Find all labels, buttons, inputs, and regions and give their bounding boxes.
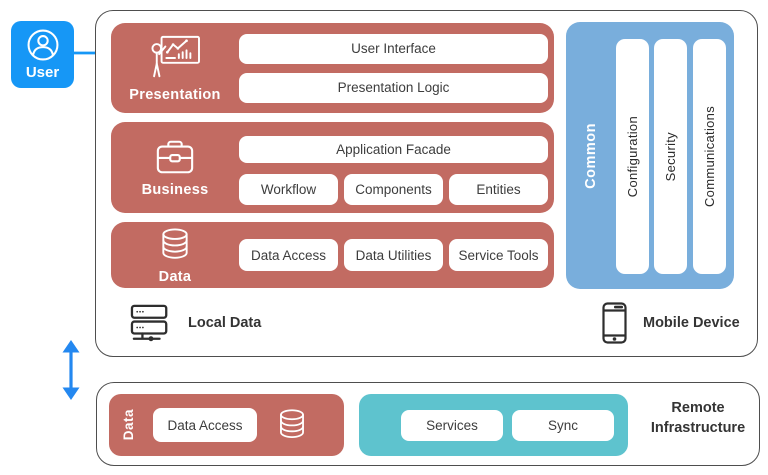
local-data: Local Data	[129, 303, 261, 343]
entities-box: Entities	[449, 174, 548, 205]
remote-data-access-box: Data Access	[153, 408, 257, 442]
layer-data: Data Data Access Data Utilities Service …	[111, 222, 554, 288]
remote-title-line1: Remote	[671, 400, 725, 416]
remote-container: Data Data Access Services Sync Remote In…	[96, 382, 760, 466]
data-access-box: Data Access	[239, 239, 338, 271]
communications-label: Communications	[702, 105, 717, 207]
business-label: Business	[141, 182, 209, 198]
sync-box: Sync	[512, 409, 614, 441]
components-box: Components	[344, 174, 443, 205]
presentation-logic-box: Presentation Logic	[239, 72, 548, 103]
layer-presentation: Presentation User Interface Presentation…	[111, 23, 554, 113]
sync-panel: Services Sync	[359, 394, 628, 456]
common-label-wrap: Common	[566, 22, 616, 289]
mobile-device: Mobile Device	[601, 301, 740, 345]
security-label: Security	[663, 131, 678, 182]
workflow-box: Workflow	[239, 174, 338, 205]
database-icon	[280, 409, 304, 439]
briefcase-icon	[156, 140, 194, 174]
data-box-row: Data Access Data Utilities Service Tools	[239, 239, 548, 271]
remote-data-label: Data	[121, 409, 136, 441]
mobile-device-label: Mobile Device	[643, 315, 740, 331]
smartphone-icon	[602, 302, 627, 344]
presentation-chart-icon	[151, 35, 200, 77]
common-label: Common	[583, 122, 599, 189]
data-utilities-box: Data Utilities	[344, 239, 443, 271]
layer-business: Business Application Facade Workflow Com…	[111, 122, 554, 213]
remote-data-box: Data Data Access	[109, 394, 344, 456]
data-head: Data	[111, 222, 239, 288]
services-box: Services	[401, 409, 503, 441]
configuration-pillar: Configuration	[616, 39, 649, 274]
remote-infrastructure-title: Remote Infrastructure	[635, 399, 761, 438]
user-box: User	[11, 21, 74, 88]
business-box-row: Workflow Components Entities	[239, 174, 548, 205]
application-facade-box: Application Facade	[239, 136, 548, 163]
main-container: Presentation User Interface Presentation…	[95, 10, 758, 357]
user-label: User	[25, 64, 60, 81]
data-label: Data	[158, 268, 192, 285]
data-body: Data Access Data Utilities Service Tools	[239, 222, 554, 288]
security-pillar: Security	[654, 39, 687, 274]
business-head: Business	[111, 122, 239, 213]
configuration-label: Configuration	[625, 115, 640, 198]
double-arrow-vertical-icon	[62, 340, 80, 400]
presentation-label: Presentation	[129, 86, 221, 103]
communications-pillar: Communications	[693, 39, 726, 274]
presentation-body: User Interface Presentation Logic	[239, 23, 554, 113]
database-icon	[162, 228, 188, 259]
service-tools-box: Service Tools	[449, 239, 548, 271]
user-interface-box: User Interface	[239, 33, 548, 64]
server-icon	[130, 304, 168, 342]
local-data-label: Local Data	[188, 315, 262, 331]
user-icon	[27, 29, 58, 61]
remote-title-line2: Infrastructure	[650, 419, 746, 436]
business-body: Application Facade Workflow Components E…	[239, 122, 554, 213]
presentation-head: Presentation	[111, 23, 239, 113]
common-panel: Common Configuration Security Communicat…	[566, 22, 734, 289]
